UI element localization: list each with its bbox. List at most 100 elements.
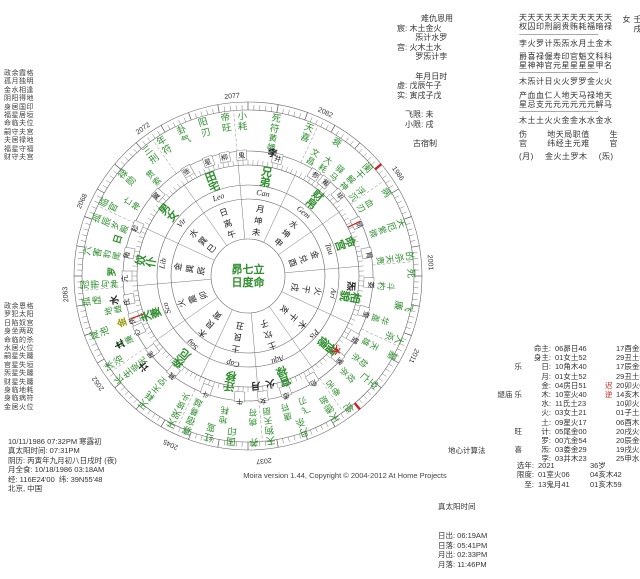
list-line: 财守夫宫 [4,154,34,162]
wheel-line [137,309,142,311]
wheel-line [304,176,307,180]
wheel-line [143,141,146,145]
wheel-line [213,382,215,387]
list-line: 年月日时 [397,72,453,82]
list-line: 福星守福 [4,146,34,154]
wheel-line [382,374,386,377]
wheel-line [168,125,170,129]
star-table-line: 爵喜禄偓寿印官魁文科科 [519,52,621,61]
almanac-title: 地心计算法 [438,446,487,456]
mansion-label: 亢 [120,275,129,282]
pt-v2: 17酉金52 [616,344,640,353]
list-line: 10/11/1986 07:32PM 寒露初 [8,437,117,446]
wheel-line [259,401,263,442]
wheel-line [143,227,148,229]
wheel-line [277,164,278,169]
shensha-label: 杓 [376,281,386,290]
pt-flag: 迟 [605,381,616,390]
wheel-line [367,391,371,394]
wheel-line [134,399,137,403]
wheel-line [137,241,142,243]
shensha-label: 厨 [261,406,271,417]
wheel-line [339,340,343,343]
wheel-line [409,235,414,236]
wheel-line [157,131,160,135]
wheel-line [299,374,301,378]
list-line: 嗣守夫宫 [4,129,34,137]
branch-label: 艮 [232,331,243,342]
list-line: 炁计水罗 [397,33,453,43]
shensha-label: 墓 [384,349,399,363]
wheel-line [201,112,202,117]
wheel-line [286,167,288,172]
wheel-line [404,333,412,336]
wheel-line [295,377,297,382]
wheel-line [319,361,322,365]
wheel-line [212,109,213,114]
wheel-line [262,386,263,391]
wheel-line [357,256,362,257]
wheel-line [312,181,315,185]
wheel-line [230,106,231,111]
wheel-line [218,105,219,113]
wheel-line [386,369,390,372]
wheel-line [147,410,150,414]
list-line: 身居国印 [4,104,34,112]
wheel-line [412,299,417,300]
wheel-line [78,258,83,259]
sel-v1: 01室火06 [534,470,590,479]
wheel-line [157,417,160,421]
wheel-line [265,106,266,111]
star-table-line: 官 纬经主元难 官 [519,139,621,148]
wheel-line [395,196,399,198]
branch-label: 金 [172,261,183,272]
wheel-line [356,251,361,252]
list-line: 经: 116E24'00 纬: 39N55'48 [8,475,117,484]
wheel-line [201,436,202,441]
wheel-line [346,138,349,142]
wheel-line [84,229,89,230]
wheel-line [238,165,244,239]
pt-flag [605,408,616,417]
wheel-line [344,218,348,221]
wheel-line [178,428,180,433]
wheel-line [81,311,86,312]
wheel-line [181,181,184,185]
wheel-line [82,316,87,317]
wheel-line [129,153,132,157]
chart-center-label: 日度命 [232,275,266,289]
wheel-line [310,117,312,122]
wheel-line [295,171,297,176]
list-line [397,100,453,110]
pattern-list-top: 政余霞格孤月独明金水相逢阴阳得地身居国印福星居垣命临夫位嗣守夫宫夫居禄地福星守福… [4,70,34,162]
wheel-line [288,437,289,442]
wheel-line [397,349,401,351]
mansion-label: 胃 [364,251,373,259]
wheel-line [363,395,366,399]
pattern-list-bottom: 政余恩格罗犯太阳日陷奴宫身坐两政命临的杀水居火位嗣星失躔官星失垣炁星失躔财星失躔… [4,303,34,412]
wheel-line [265,441,266,446]
pt-flag [605,362,616,371]
shensha-label: 廉 [391,300,405,312]
planet-row: 煺庙 乐木:10室火40逆14亥木16+ [478,390,640,399]
wheel-line [386,180,390,183]
wheel-line [208,380,210,385]
wheel-line [283,438,284,443]
year-label: 2011 [407,347,420,364]
wheel-line [316,428,318,433]
list-line: 虚: 戊辰午子 [397,81,453,91]
wheel-ring [171,199,325,353]
wheel-line [346,327,350,329]
wheel-line [339,209,343,212]
list-line: 实: 寅戌子戊 [397,91,453,101]
shensha-label: 越 [192,396,204,409]
list-line: 日落: 05:41PM [438,541,487,551]
wheel-line [115,164,121,169]
wheel-line [166,194,170,198]
pt-flag [605,445,616,454]
year-label: 2072 [135,122,152,137]
pt-v1: 09星火17 [551,418,605,427]
pt-flag [605,436,616,445]
list-line: 罗犯太阳 [4,311,34,319]
